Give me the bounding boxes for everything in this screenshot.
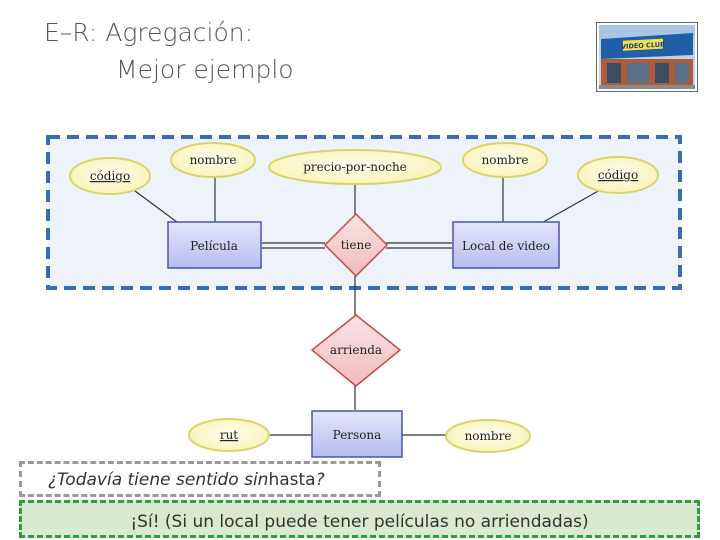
attribute-codigo-pelicula: código: [69, 157, 151, 195]
question-italic: ¿Todavía tiene sentido sin: [48, 470, 269, 490]
entity-local-de-video: Local de video: [452, 221, 560, 269]
answer-box: ¡Sí! (Si un local puede tener películas …: [19, 500, 700, 538]
question-end: ?: [315, 470, 325, 490]
attribute-nombre-pelicula: nombre: [170, 142, 256, 178]
attribute-nombre-local: nombre: [462, 142, 548, 178]
store-sign-text: VIDEO CLUB: [621, 41, 665, 51]
slide-title: E–R: Agregación: Mejor ejemplo: [44, 14, 294, 88]
entity-label: Local de video: [462, 239, 550, 253]
attribute-codigo-local: código: [577, 156, 659, 194]
question-normal: hasta: [268, 470, 316, 490]
relationship-label: arrienda: [330, 343, 382, 357]
title-line-2: Mejor ejemplo: [116, 55, 294, 84]
title-line-1: E–R: Agregación:: [44, 18, 254, 47]
relationship-label: tiene: [341, 238, 372, 252]
attribute-label: nombre: [482, 153, 529, 167]
attribute-label: rut: [220, 428, 238, 442]
total-participation-lines: [262, 242, 452, 249]
attribute-label: código: [90, 169, 130, 183]
relationship-arrienda: arrienda: [310, 314, 402, 387]
entity-label: Película: [190, 239, 238, 253]
attribute-nombre-persona: nombre: [445, 419, 531, 453]
entity-persona: Persona: [311, 410, 403, 458]
entity-pelicula: Película: [167, 221, 262, 269]
storefront-image: VIDEO CLUB: [599, 25, 695, 89]
relationship-tiene: tiene: [323, 212, 389, 278]
attribute-precio-por-noche: precio-por-noche: [268, 149, 442, 185]
attribute-label: precio-por-noche: [303, 160, 407, 174]
attribute-label: nombre: [465, 429, 512, 443]
attribute-label: código: [598, 168, 638, 182]
answer-text: ¡Sí! (Si un local puede tener películas …: [130, 512, 589, 532]
video-store-photo: VIDEO CLUB: [596, 22, 698, 92]
attribute-rut: rut: [188, 418, 270, 452]
attribute-label: nombre: [190, 153, 237, 167]
question-box: ¿Todavía tiene sentido sinhasta?: [19, 461, 381, 497]
entity-label: Persona: [333, 428, 382, 442]
